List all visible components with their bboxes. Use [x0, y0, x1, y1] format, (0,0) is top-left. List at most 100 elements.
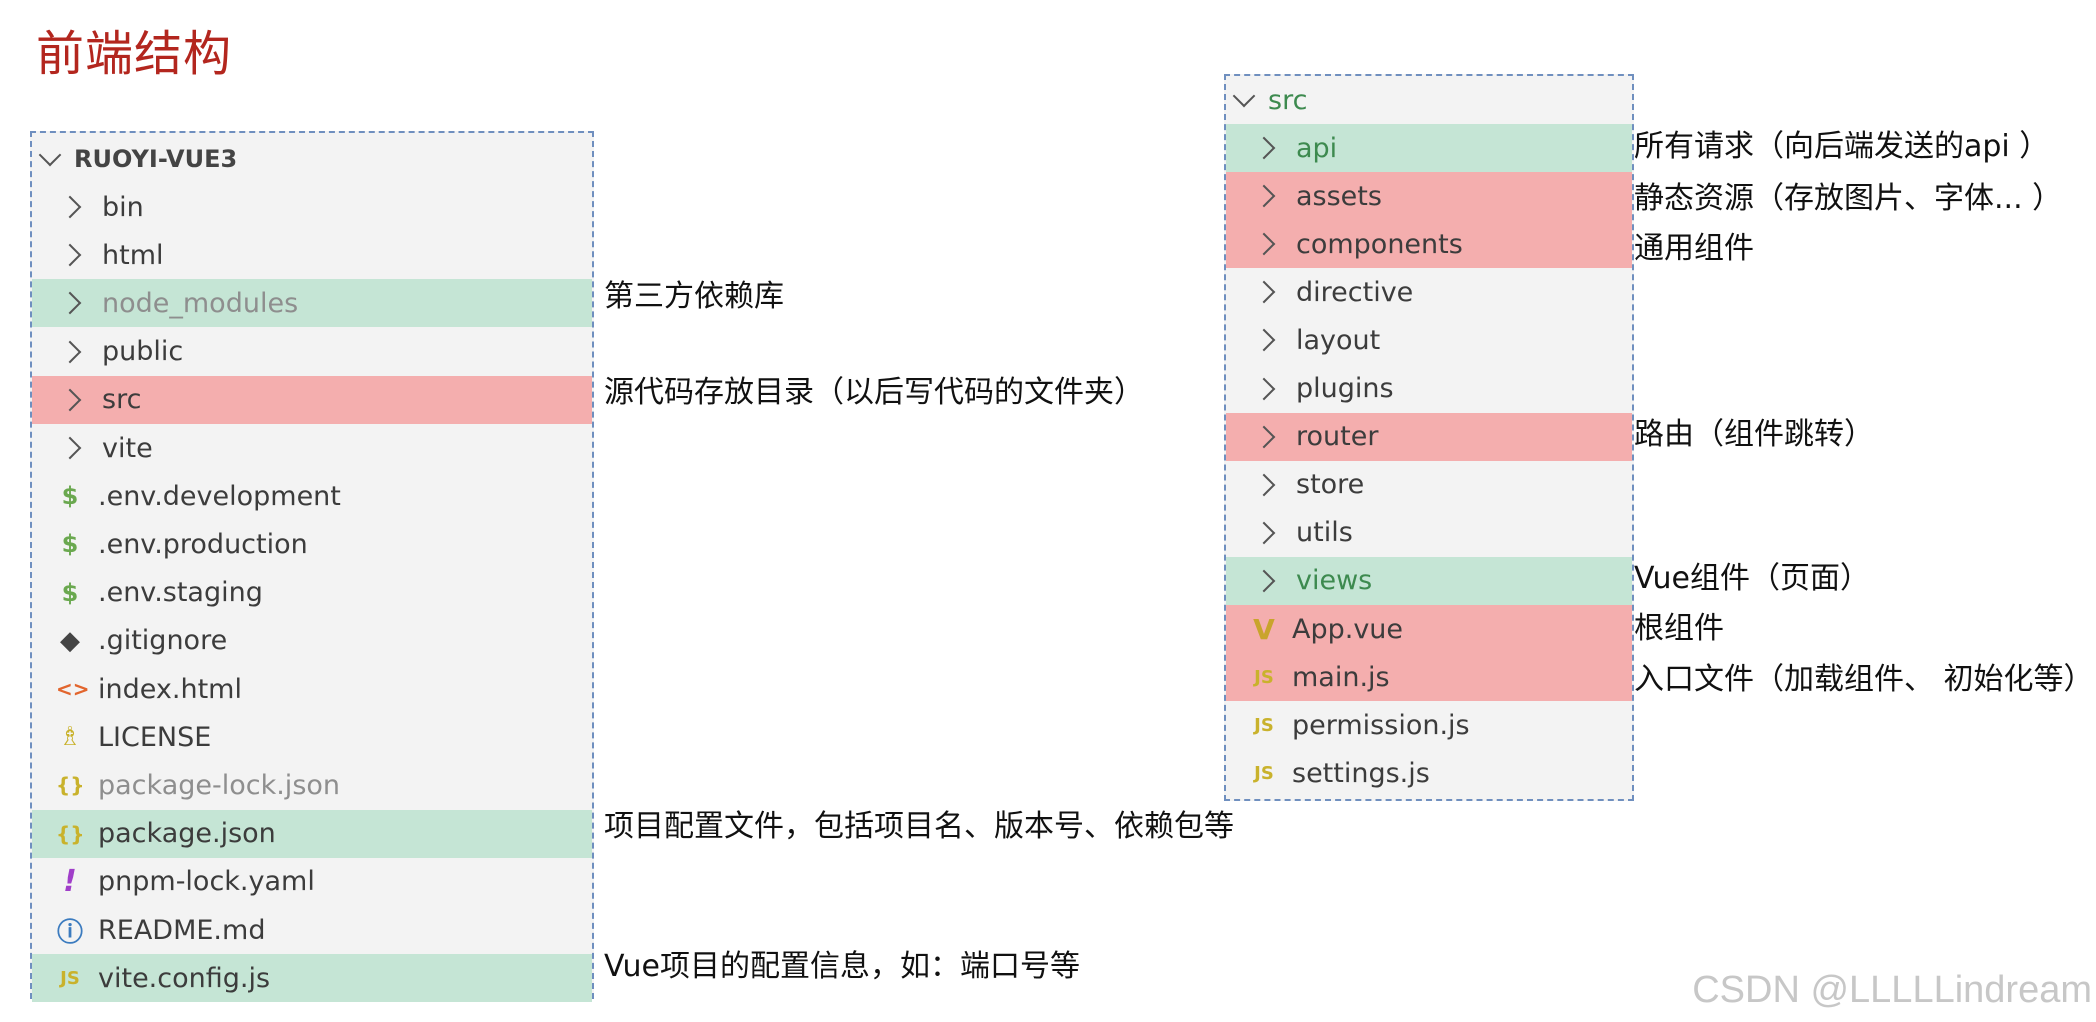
file-env-production[interactable]: $ .env.production — [32, 520, 592, 568]
folder-node-modules[interactable]: node_modules — [32, 279, 592, 328]
item-label: .env.production — [98, 528, 308, 560]
chevron-right-icon — [1252, 136, 1276, 160]
file-main-js[interactable]: JS main.js — [1226, 653, 1632, 702]
chevron-down-icon — [1232, 84, 1256, 108]
item-label: utils — [1296, 517, 1353, 549]
folder-directive[interactable]: directive — [1226, 268, 1632, 316]
item-label: directive — [1296, 276, 1414, 308]
file-permission-js[interactable]: JS permission.js — [1226, 701, 1632, 749]
item-label: package-lock.json — [98, 769, 341, 801]
item-label: src — [102, 384, 142, 416]
folder-layout[interactable]: layout — [1226, 316, 1632, 364]
annotation-vite-config: Vue项目的配置信息，如：端口号等 — [604, 949, 1080, 984]
folder-components[interactable]: components — [1226, 220, 1632, 269]
folder-vite[interactable]: vite — [32, 424, 592, 472]
annotation-router: 路由（组件跳转） — [1634, 417, 1874, 452]
file-env-development[interactable]: $ .env.development — [32, 472, 592, 520]
annotation-assets: 静态资源（存放图片、字体... ） — [1634, 181, 2063, 216]
annotation-app-vue: 根组件 — [1634, 611, 1724, 646]
item-label: assets — [1296, 180, 1382, 212]
chevron-right-icon — [1252, 377, 1276, 400]
folder-public[interactable]: public — [32, 328, 592, 376]
annotation-main-js: 入口文件（加载组件、 初始化等） — [1634, 662, 2094, 697]
annotation-components: 通用组件 — [1634, 231, 1754, 266]
item-label: index.html — [98, 673, 242, 705]
js-icon: JS — [1254, 714, 1274, 736]
folder-utils[interactable]: utils — [1226, 509, 1632, 557]
file-index-html[interactable]: <> index.html — [32, 665, 592, 713]
file-package-lock-json[interactable]: {} package-lock.json — [32, 761, 592, 809]
item-label: html — [102, 239, 164, 271]
chevron-right-icon — [1252, 473, 1276, 497]
folder-bin[interactable]: bin — [32, 183, 592, 231]
chevron-right-icon — [1252, 184, 1276, 208]
file-env-staging[interactable]: $.env.staging — [32, 569, 592, 617]
item-label: LICENSE — [98, 721, 212, 753]
item-label: vite — [102, 432, 153, 464]
json-icon: {} — [56, 773, 85, 798]
chevron-right-icon — [58, 340, 82, 363]
file-license[interactable]: ♗ LICENSE — [32, 713, 592, 761]
folder-src[interactable]: src — [32, 375, 592, 424]
annotation-package-json: 项目配置文件，包括项目名、版本号、依赖包等 — [604, 809, 1234, 844]
item-label: bin — [102, 191, 144, 223]
chevron-right-icon — [58, 243, 82, 267]
folder-router[interactable]: router — [1226, 412, 1632, 461]
item-label: permission.js — [1292, 709, 1470, 741]
item-label: vite.config.js — [98, 962, 271, 994]
item-label: views — [1296, 565, 1373, 597]
item-label: components — [1296, 228, 1463, 260]
chevron-right-icon — [58, 388, 82, 412]
js-icon: JS — [1254, 762, 1274, 784]
chevron-right-icon — [1252, 232, 1276, 256]
chevron-right-icon — [1252, 521, 1276, 545]
html-icon: <> — [56, 677, 90, 701]
item-label: .env.staging — [98, 577, 263, 609]
folder-api[interactable]: api — [1226, 124, 1632, 172]
annotation-views: Vue组件（页面） — [1634, 561, 1870, 596]
file-gitignore[interactable]: ◆ .gitignore — [32, 617, 592, 665]
file-package-json[interactable]: {}package.json — [32, 809, 592, 858]
item-label: .gitignore — [98, 625, 228, 657]
item-label: App.vue — [1292, 613, 1404, 645]
chevron-down-icon — [38, 143, 62, 167]
item-label: .env.development — [98, 480, 341, 512]
chevron-right-icon — [1252, 329, 1276, 352]
folder-assets[interactable]: assets — [1226, 172, 1632, 221]
explorer-root-label: src — [1268, 84, 1308, 116]
item-label: main.js — [1292, 661, 1390, 693]
annotation-node-modules: 第三方依赖库 — [604, 279, 784, 314]
annotation-src: 源代码存放目录（以后写代码的文件夹） — [604, 375, 1144, 410]
license-icon: ♗ — [58, 722, 82, 753]
chevron-right-icon — [58, 292, 82, 315]
item-label: store — [1296, 469, 1365, 501]
folder-plugins[interactable]: plugins — [1226, 365, 1632, 413]
right-explorer-panel: src api assets components directive layout pl… — [1224, 74, 1634, 801]
folder-html[interactable]: html — [32, 231, 592, 279]
chevron-right-icon — [58, 436, 82, 460]
item-label: node_modules — [102, 287, 299, 319]
item-label: api — [1296, 132, 1338, 164]
folder-store[interactable]: store — [1226, 461, 1632, 509]
js-icon: JS — [1254, 666, 1274, 688]
chevron-right-icon — [58, 195, 82, 219]
item-label: pnpm-lock.yaml — [98, 866, 315, 898]
dollar-icon: $ — [61, 530, 79, 559]
item-label: package.json — [98, 818, 276, 850]
annotation-api: 所有请求（向后端发送的api ） — [1634, 129, 2050, 164]
item-label: layout — [1296, 324, 1381, 356]
explorer-root-label: RUOYI-VUE3 — [74, 145, 238, 173]
dollar-icon: $ — [61, 482, 79, 511]
explorer-root-ruoyi-vue3[interactable]: RUOYI-VUE3 — [32, 135, 592, 183]
item-label: plugins — [1296, 373, 1394, 404]
file-pnpm-lock-yaml[interactable]: !pnpm-lock.yaml — [32, 858, 592, 906]
chevron-right-icon — [1252, 569, 1276, 593]
folder-views[interactable]: views — [1226, 556, 1632, 605]
git-icon: ◆ — [60, 625, 80, 656]
explorer-root-src[interactable]: src — [1226, 76, 1632, 124]
watermark: CSDN @LLLLLindream — [1692, 969, 2092, 1011]
